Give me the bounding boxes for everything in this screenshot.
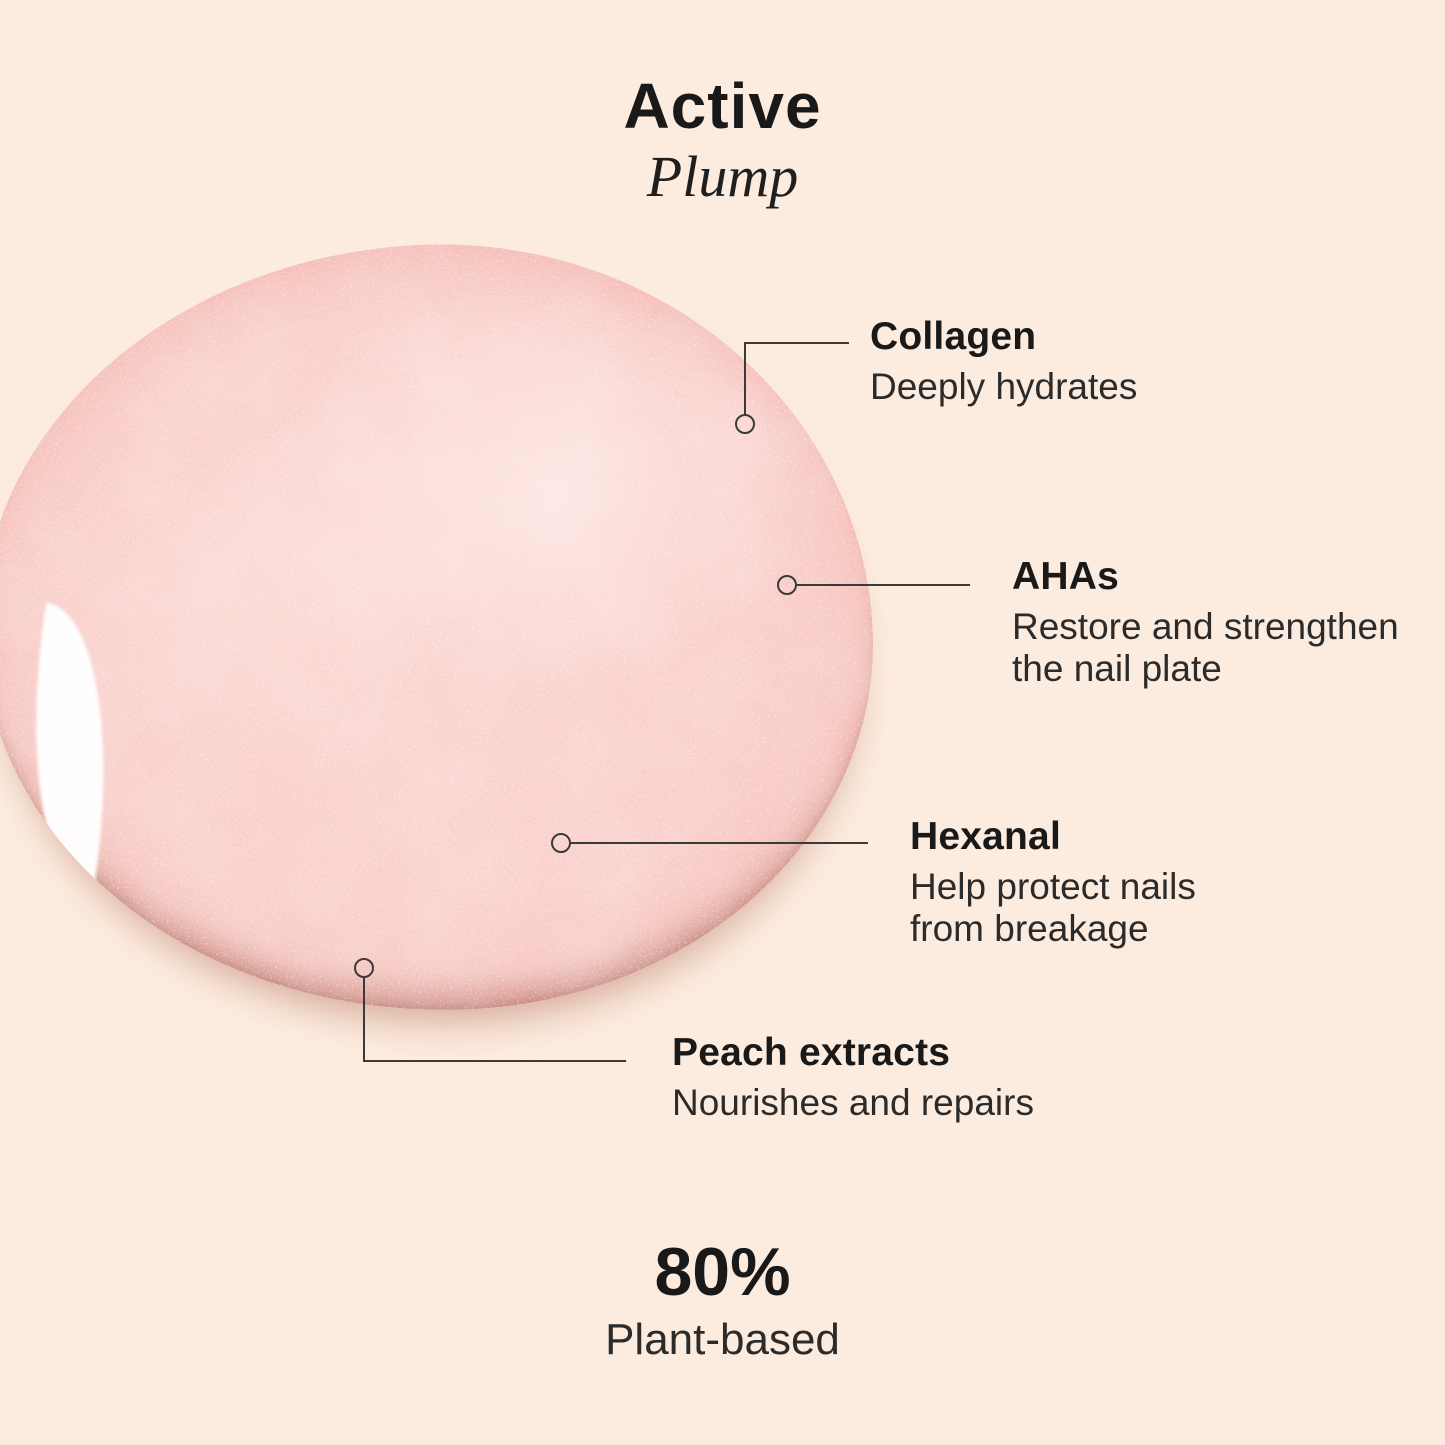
callout-ahas: AHAs Restore and strengthen the nail pla… [1012, 555, 1399, 690]
callout-hexanal: Hexanal Help protect nails from breakage [910, 815, 1196, 950]
plant-based-label: Plant-based [605, 1315, 840, 1364]
title-block: Active Plump [0, 74, 1445, 206]
callout-collagen-title: Collagen [870, 315, 1037, 358]
callout-ahas-description: Restore and strengthen the nail plate [1012, 605, 1399, 690]
product-swatch-blob [0, 222, 892, 1034]
callout-hexanal-description: Help protect nails from breakage [910, 865, 1196, 950]
collagen-marker-dot [735, 414, 755, 434]
page-subtitle: Plump [646, 144, 799, 209]
callout-peach-extracts-description: Nourishes and repairs [672, 1081, 1034, 1123]
hexanal-connector-horizontal [569, 842, 868, 844]
hexanal-marker-dot [551, 833, 571, 853]
shimmer-texture [0, 222, 892, 1034]
callout-collagen-description: Deeply hydrates [870, 365, 1138, 407]
callout-hexanal-title: Hexanal [910, 815, 1061, 858]
callout-peach-extracts: Peach extracts Nourishes and repairs [672, 1031, 1034, 1124]
collagen-connector-horizontal [744, 342, 849, 344]
peach-extracts-marker-dot [354, 958, 374, 978]
peach-extracts-connector-vertical [363, 976, 365, 1062]
ahas-connector-horizontal [795, 584, 970, 586]
plant-based-percentage: 80% [654, 1234, 791, 1310]
peach-extracts-connector-horizontal [363, 1060, 626, 1062]
collagen-connector-vertical [744, 343, 746, 416]
callout-peach-extracts-title: Peach extracts [672, 1031, 951, 1074]
callout-collagen: Collagen Deeply hydrates [870, 315, 1138, 408]
page-title: Active [623, 70, 822, 142]
ahas-marker-dot [777, 575, 797, 595]
footer-stat: 80% Plant-based [0, 1238, 1445, 1362]
callout-ahas-title: AHAs [1012, 555, 1119, 598]
